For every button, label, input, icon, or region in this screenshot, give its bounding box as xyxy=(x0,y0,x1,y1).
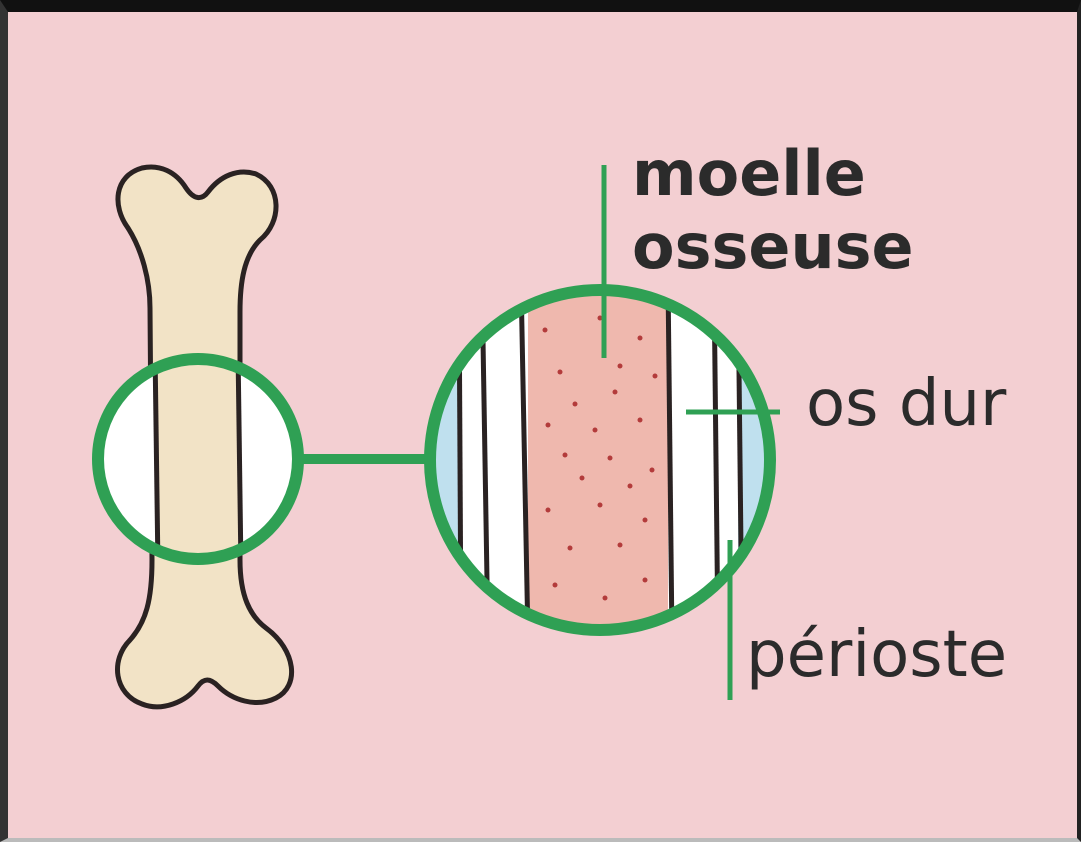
label-periosteum: périoste xyxy=(746,618,1007,692)
label-marrow-line1: moelle xyxy=(632,137,866,210)
marrow-region xyxy=(528,280,668,640)
label-marrow-line2: osseuse xyxy=(632,210,914,283)
label-hard-bone: os dur xyxy=(806,367,1007,441)
